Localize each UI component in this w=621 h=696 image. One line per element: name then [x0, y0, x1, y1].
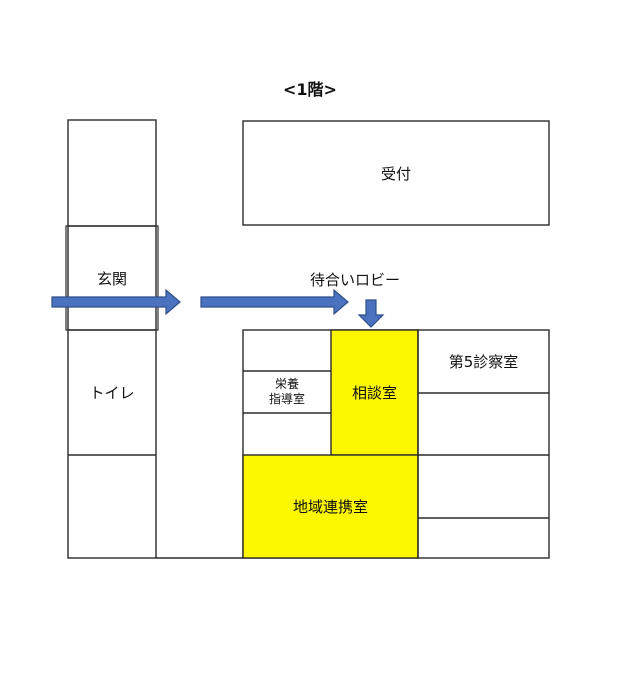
floor-title: <1階> — [283, 80, 337, 99]
exam-room-5-label: 第5診察室 — [448, 353, 519, 371]
waiting-lobby-label: 待合いロビー — [309, 270, 400, 289]
down-arrow-icon — [357, 299, 385, 328]
consultation-room-label: 相談室 — [351, 384, 397, 402]
nutrition-room-label-line1: 栄養 — [274, 377, 299, 391]
entrance-label: 玄関 — [96, 269, 127, 288]
reception-label: 受付 — [380, 164, 411, 183]
reception-room — [242, 120, 550, 226]
left-column-outline — [67, 119, 157, 559]
community-room — [242, 454, 419, 559]
nutrition-room-label-line2: 指導室 — [268, 392, 305, 406]
consultation-room — [330, 329, 419, 456]
entrance-arrow-icon — [51, 288, 181, 316]
lobby-arrow-icon — [200, 288, 349, 316]
community-room-label: 地域連携室 — [292, 498, 368, 516]
entrance-frame — [65, 225, 159, 331]
nutrition-room-label: 栄養 指導室 — [243, 371, 331, 413]
toilet-label: トイレ — [89, 384, 135, 402]
